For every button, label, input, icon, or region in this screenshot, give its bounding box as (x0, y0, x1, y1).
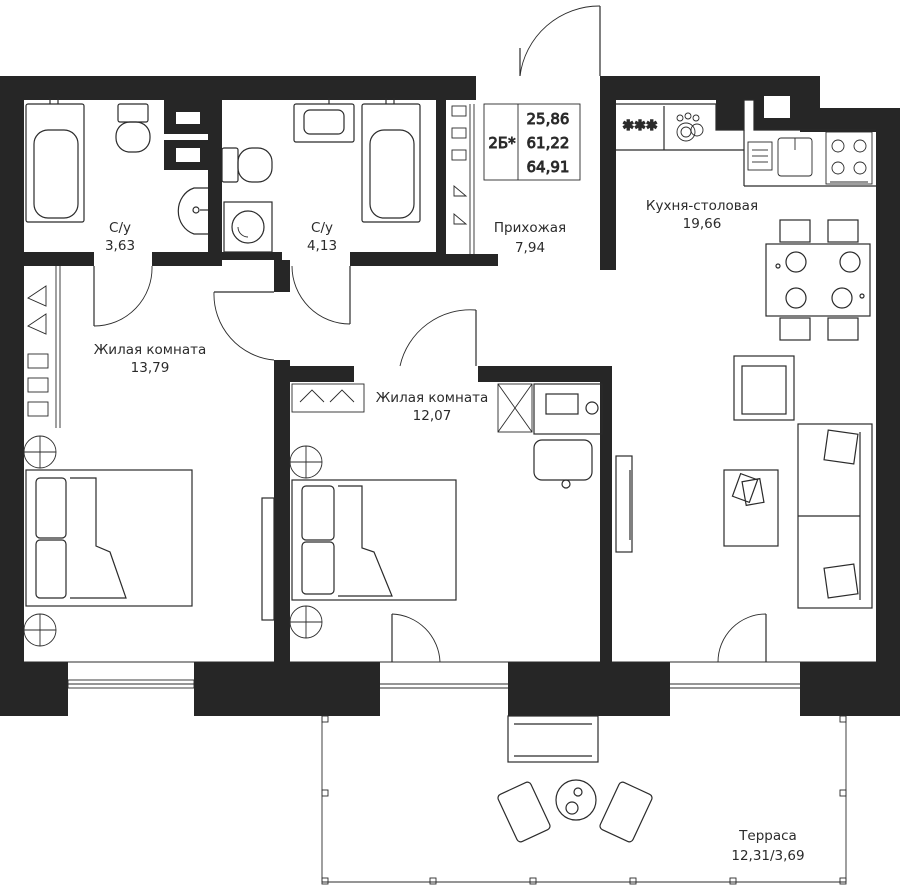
bathtub-icon (25, 98, 85, 223)
hallway-label: Прихожая (494, 220, 566, 236)
svg-text:✱✱✱: ✱✱✱ (622, 118, 657, 134)
walls (0, 76, 900, 716)
bedroom2-area: 12,07 (413, 408, 452, 424)
unit-info-box: 2Б* 25,86 61,22 64,91 (483, 103, 581, 181)
bed-icon (291, 479, 457, 601)
nightstand-icon (23, 435, 57, 647)
bathroom2-area: 4,13 (307, 238, 337, 254)
kitchen-area: 19,66 (683, 216, 722, 232)
washing-machine-icon (223, 201, 273, 253)
bedroom2: Жилая комната 12,07 (289, 383, 603, 639)
bathroom1-label: С/у (109, 220, 131, 236)
hallway: 2Б* 25,86 61,22 64,91 Прихожая 7,94 (451, 103, 581, 256)
armchair-icon (733, 355, 795, 421)
bedroom1-area: 13,79 (131, 360, 170, 376)
sink-icon (177, 187, 208, 235)
terrace-area: 12,31/3,69 (731, 848, 804, 864)
tv-icon (615, 455, 633, 553)
wardrobe-icon (451, 104, 475, 254)
bathtub-icon (361, 98, 421, 223)
windows (24, 661, 876, 689)
terrace: Терраса 12,31/3,69 (321, 715, 847, 885)
toilet-icon (221, 147, 273, 183)
bathroom2-fixtures: С/у 4,13 (221, 98, 421, 254)
sofa-icon (797, 423, 873, 609)
kitchen-label: Кухня-столовая (646, 198, 758, 214)
unit-area-living: 25,86 (527, 110, 570, 128)
hallway-area: 7,94 (515, 240, 545, 256)
wardrobe-icon (291, 383, 365, 413)
bathroom1-fixtures: С/у 3,63 (25, 98, 208, 254)
storage-box-icon (497, 383, 533, 433)
terrace-label: Терраса (738, 828, 797, 844)
doors (93, 5, 767, 663)
wardrobe-icon (27, 266, 61, 428)
unit-area-total: 61,22 (527, 134, 570, 152)
bathroom1-area: 3,63 (105, 238, 135, 254)
sink-icon (293, 98, 355, 143)
desk-icon (533, 383, 603, 489)
bedroom1: Жилая комната 13,79 (23, 266, 275, 647)
stove-icon (825, 131, 873, 185)
bedroom1-label: Жилая комната (94, 342, 206, 358)
kitchen-counter: ✱✱✱ (616, 99, 876, 187)
terrace-railing (321, 715, 847, 885)
dining-table-icon (765, 219, 871, 341)
tv-icon (261, 497, 275, 621)
nightstand-icon (289, 445, 323, 639)
kitchen: ✱✱✱ Кухня-столовая 19,66 (615, 99, 876, 609)
unit-type: 2Б* (488, 134, 516, 152)
unit-area-total-terrace: 64,91 (527, 158, 570, 176)
bed-icon (25, 469, 193, 607)
bathroom2-label: С/у (311, 220, 333, 236)
toilet-icon (115, 103, 151, 153)
bench-icon (507, 715, 599, 763)
bedroom2-label: Жилая комната (376, 390, 488, 406)
dishes-icon (676, 112, 704, 142)
coffee-table-icon (723, 469, 779, 547)
terrace-table-icon (497, 779, 653, 843)
sink-icon (747, 137, 813, 177)
